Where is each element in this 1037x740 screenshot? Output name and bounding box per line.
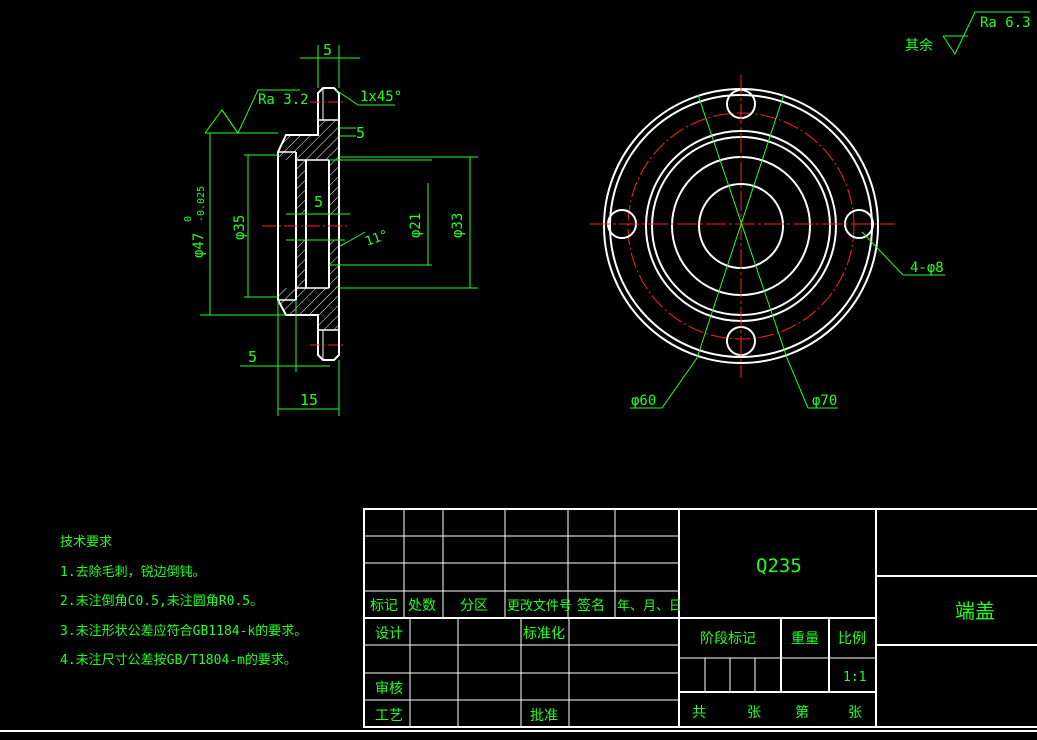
dim-overall-width: 15	[300, 391, 318, 409]
stage-mark-label: 阶段标记	[700, 631, 756, 647]
rev-header-4: 签名	[577, 597, 605, 614]
front-view: φ60 φ70 4-φ8 其余 Ra 6.3	[590, 11, 1031, 409]
roughness-left: Ra 3.2	[258, 92, 309, 108]
dim-dia-47-tol-lower: -0.025	[196, 186, 207, 222]
notes-title: 技术要求	[60, 535, 113, 550]
part-name: 端盖	[955, 599, 995, 623]
standardize-label: 标准化	[523, 626, 565, 642]
rev-header-0: 标记	[370, 598, 398, 614]
note-item: 3.未注形状公差应符合GB1184-k的要求。	[60, 623, 308, 639]
rev-header-1: 处数	[408, 598, 436, 614]
note-item: 4.未注尺寸公差按GB/T1804-m的要求。	[60, 653, 297, 668]
technical-notes: 技术要求 1.去除毛刺，锐边倒钝。 2.未注倒角C0.5,未注圆角R0.5。 3…	[60, 528, 307, 676]
process-label: 工艺	[375, 708, 403, 724]
dim-angle: 11°	[363, 228, 390, 250]
roughness-rest-label: 其余	[905, 37, 933, 54]
dim-inner-width: 5	[314, 193, 323, 211]
title-block	[363, 508, 1037, 728]
dim-dia-33: φ33	[450, 213, 466, 238]
dim-dia-47-tol-upper: 0	[183, 216, 194, 222]
approve-label: 批准	[530, 708, 558, 724]
rev-header-5: 年、月、日	[617, 599, 682, 614]
design-label: 设计	[375, 626, 403, 642]
sheet-no-label: 第	[795, 704, 809, 721]
dim-chamfer: 1x45°	[360, 89, 402, 105]
weight-label: 重量	[791, 631, 819, 647]
note-item: 2.未注倒角C0.5,未注圆角R0.5。	[60, 594, 264, 609]
dim-holes: 4-φ8	[910, 260, 944, 276]
roughness-right: Ra 6.3	[980, 15, 1031, 31]
dim-dia-35: φ35	[232, 215, 248, 240]
note-item: 1.去除毛刺，锐边倒钝。	[60, 564, 206, 580]
rev-header-3: 更改文件号	[507, 599, 572, 614]
dim-top-width: 5	[323, 41, 332, 59]
sheets-label: 张	[747, 705, 761, 721]
dim-bottom-width: 5	[248, 348, 257, 366]
check-label: 审核	[375, 681, 403, 697]
title-block-text: Q235 端盖 标记 处数 分区 更改文件号 签名 年、月、日 设计 标准化 审…	[370, 555, 995, 724]
section-hatch-upper	[278, 120, 339, 215]
total-label: 共	[692, 705, 706, 721]
dim-dia-60: φ60	[631, 393, 656, 409]
sheet-unit-label: 张	[848, 705, 862, 721]
section-hatch-lower	[278, 240, 339, 330]
dim-dia-21: φ21	[408, 213, 424, 238]
dim-dia-70: φ70	[812, 393, 837, 409]
rev-header-2: 分区	[460, 598, 488, 614]
material: Q235	[756, 555, 802, 577]
dim-side-width: 5	[356, 124, 365, 142]
section-outline	[277, 87, 340, 361]
scale-label: 比例	[838, 631, 866, 647]
scale-value: 1:1	[843, 670, 866, 685]
section-view: 5 1x45° Ra 3.2 5 φ47 0 -0.025 φ35 5 11°	[183, 41, 478, 416]
dim-dia-47: φ47	[191, 233, 207, 258]
